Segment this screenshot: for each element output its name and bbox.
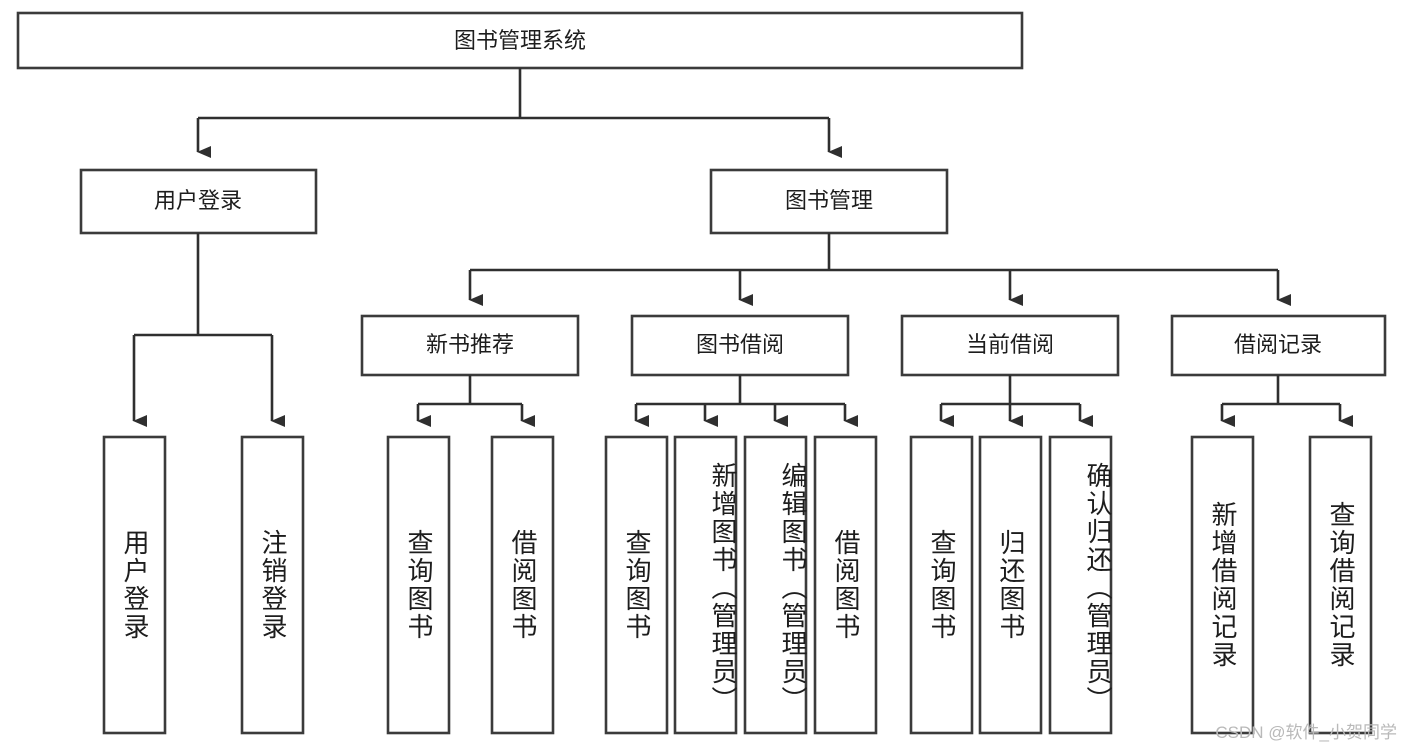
leaf-box-new-book-1[interactable] (386, 435, 451, 735)
leaf-box-book-borrow-3[interactable] (743, 435, 808, 735)
node-current-borrow-box[interactable] (900, 314, 1120, 377)
node-root-label: 图书管理系统 (454, 28, 586, 53)
leaf-box-new-book-2[interactable] (490, 435, 555, 735)
node-book-borrow-label: 图书借阅 (696, 332, 784, 357)
node-root-box[interactable] (16, 11, 1024, 70)
node-user-login-label: 用户登录 (154, 188, 242, 213)
node-current-borrow-label: 当前借阅 (966, 332, 1054, 357)
leaf-box-book-borrow-2[interactable] (673, 435, 738, 735)
leaf-box-current-borrow-2[interactable] (978, 435, 1043, 735)
node-book-manage-label: 图书管理 (785, 188, 873, 213)
leaf-box-book-borrow-4[interactable] (813, 435, 878, 735)
watermark-text: CSDN @软件_小贺同学 (1215, 723, 1397, 742)
leaf-box-borrow-record-2[interactable] (1308, 435, 1373, 735)
leaf-box-user-login-1[interactable] (102, 435, 167, 735)
node-book-borrow-box[interactable] (630, 314, 850, 377)
leaf-box-user-login-2[interactable] (240, 435, 305, 735)
node-borrow-record-box[interactable] (1170, 314, 1387, 377)
node-book-manage-box[interactable] (709, 168, 949, 235)
node-new-book-label: 新书推荐 (426, 332, 514, 357)
leaf-box-current-borrow-3[interactable] (1048, 435, 1113, 735)
node-new-book-box[interactable] (360, 314, 580, 377)
leaf-box-current-borrow-1[interactable] (909, 435, 974, 735)
node-borrow-record-label: 借阅记录 (1234, 332, 1322, 357)
leaf-box-borrow-record-1[interactable] (1190, 435, 1255, 735)
leaf-box-book-borrow-1[interactable] (604, 435, 669, 735)
